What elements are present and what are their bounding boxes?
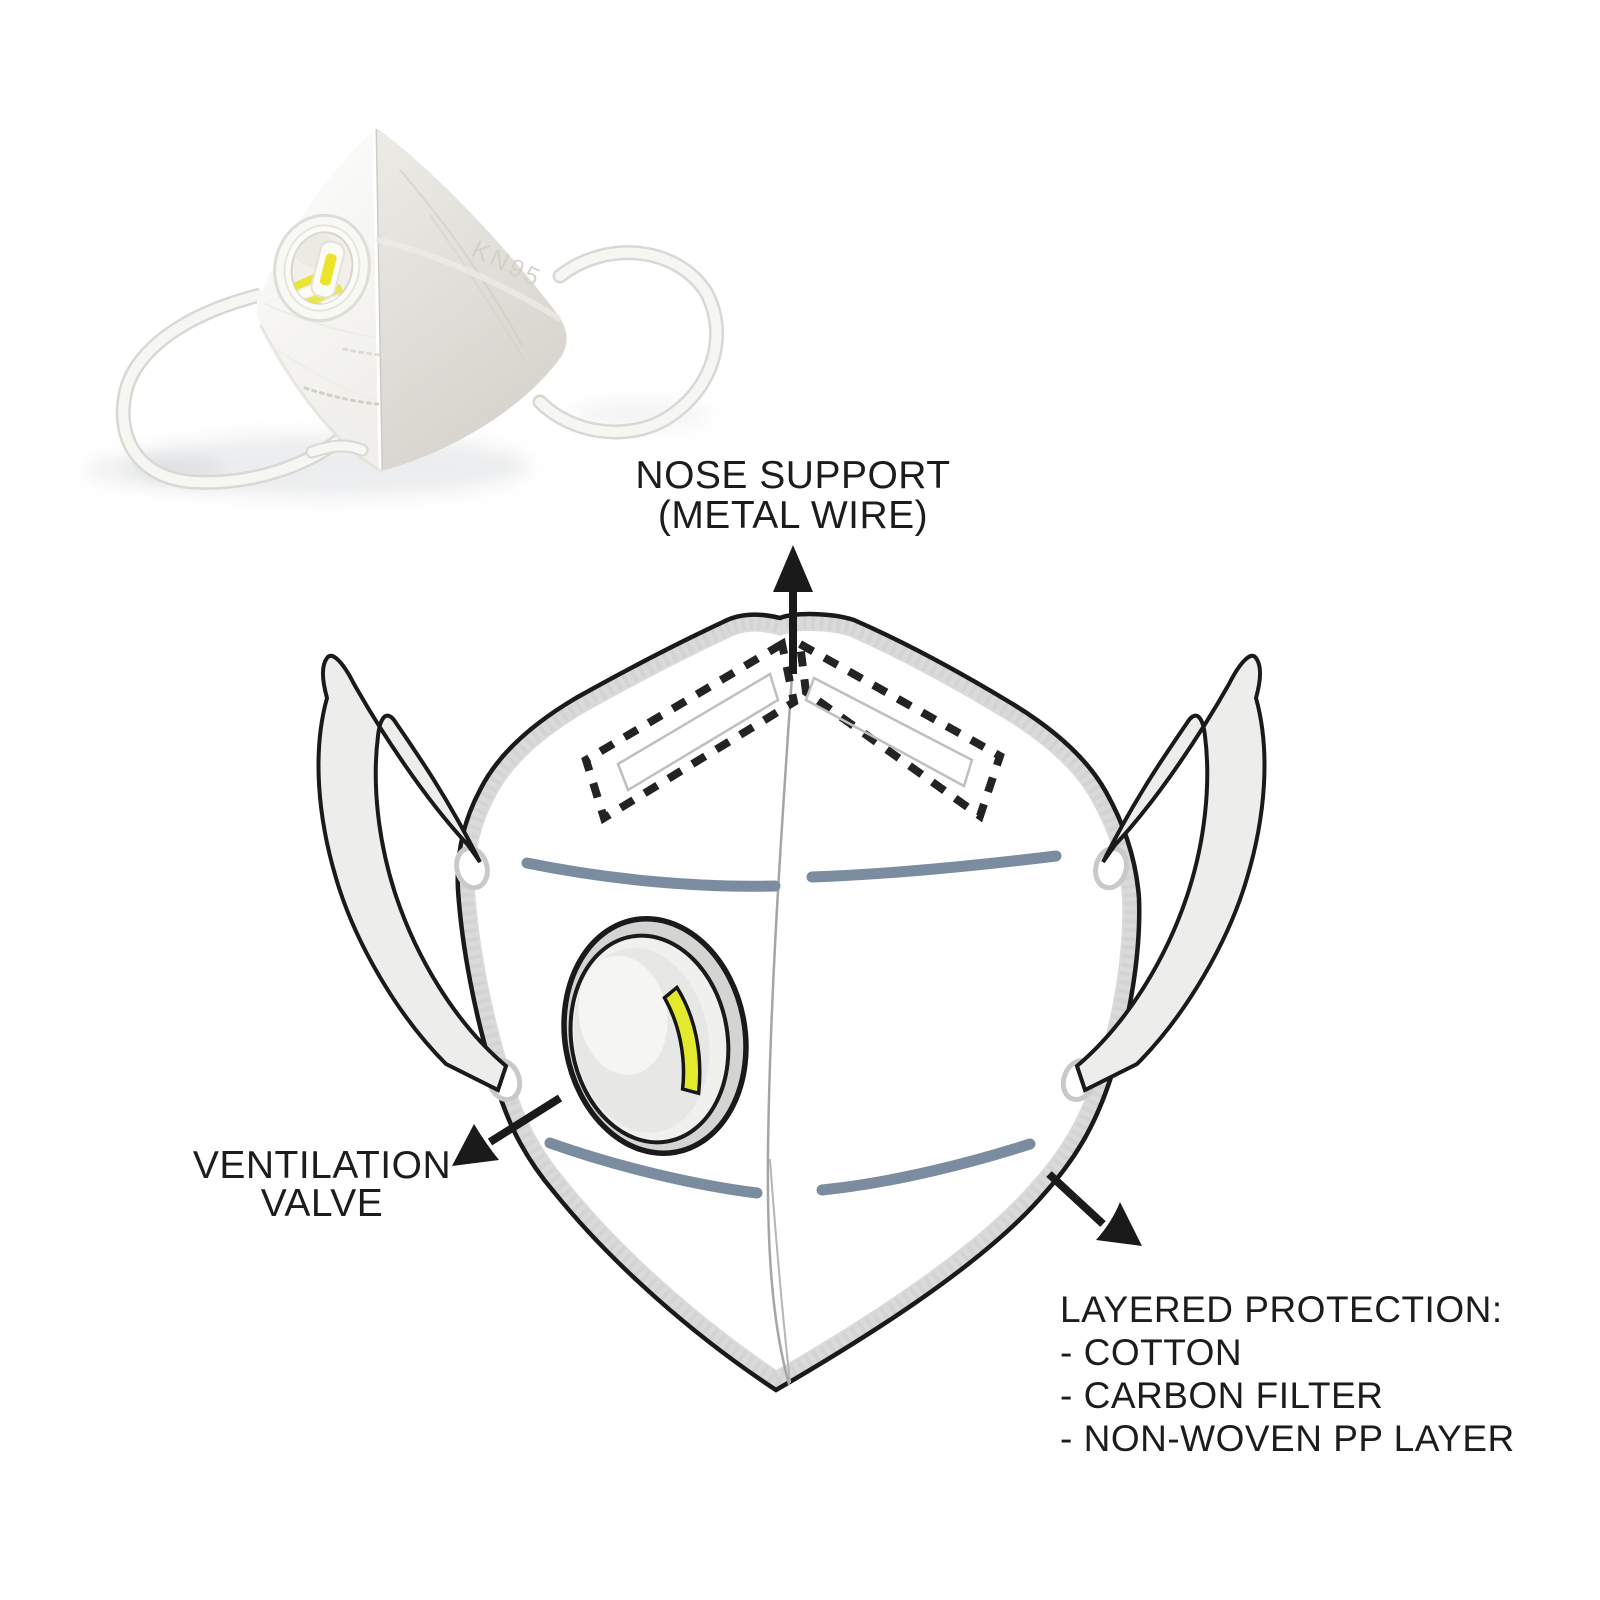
fold-line-upper-right <box>806 850 1062 883</box>
photo-valve <box>273 213 371 323</box>
center-fold-line <box>766 674 794 1386</box>
layered-protection-label-item: - COTTON <box>1060 1332 1242 1373</box>
photo-center-ridge-shade <box>375 128 383 470</box>
nose-wire-channel-right <box>804 676 974 788</box>
fold-line-upper-left <box>521 857 781 892</box>
center-fold-line-fork <box>769 1159 791 1383</box>
layered-protection-label-item: - CARBON FILTER <box>1060 1375 1383 1416</box>
photo-crease-line <box>399 169 523 346</box>
nose-wire-dashed-outline-left <box>581 637 799 825</box>
nose-wire-channel-left <box>616 672 780 792</box>
photo-dotted-seam <box>303 386 380 406</box>
photo-ear-loop-left <box>115 282 350 490</box>
photo-top-edge-highlight <box>258 124 378 291</box>
ventilation-valve-label-line-1: VENTILATION <box>193 1144 451 1187</box>
photo-dotted-seam <box>342 347 382 357</box>
photo-crease-line <box>429 214 525 361</box>
annotations: NOSE SUPPORT (METAL WIRE) VENTILATION VA… <box>193 454 1515 1459</box>
nose-support-label-line-2: (METAL WIRE) <box>658 494 928 537</box>
layered-protection-label-title: LAYERED PROTECTION: <box>1060 1289 1503 1330</box>
ventilation-valve-arrow <box>452 1094 563 1166</box>
photo-crease-line <box>264 303 374 338</box>
photo-crease-line <box>269 344 377 401</box>
nose-support-arrow <box>773 545 813 674</box>
ear-loop-left <box>316 653 509 1093</box>
photo-ear-loop-right <box>532 245 725 440</box>
layered-protection-arrow <box>1046 1171 1142 1246</box>
valve-yellow-indicator <box>662 984 702 1096</box>
mask-outline <box>455 611 1142 1393</box>
ventilation-valve-label-line-2: VALVE <box>261 1182 383 1225</box>
layered-protection-label-item: - NON-WOVEN PP LAYER <box>1060 1418 1515 1459</box>
mask-body <box>457 614 1140 1390</box>
photo-mask-right-face <box>375 127 567 471</box>
nose-support-label-line-1: NOSE SUPPORT <box>635 454 950 497</box>
nose-wire-dashed-outline-right <box>795 636 1005 823</box>
product-photo: KN95 <box>85 124 725 498</box>
photo-center-ridge-highlight <box>372 127 382 471</box>
fold-line-lower-left <box>544 1137 763 1199</box>
photo-valve-yellow-sliver <box>319 253 337 286</box>
photo-fold-ridge <box>375 237 561 321</box>
photo-strap-end-over <box>307 441 367 457</box>
valve-dome-highlight <box>578 955 668 1075</box>
fold-line-lower-right <box>816 1138 1036 1196</box>
ventilation-valve-drawing <box>561 915 749 1157</box>
mask-diagram <box>316 611 1267 1393</box>
ear-loop-right <box>1074 653 1267 1093</box>
